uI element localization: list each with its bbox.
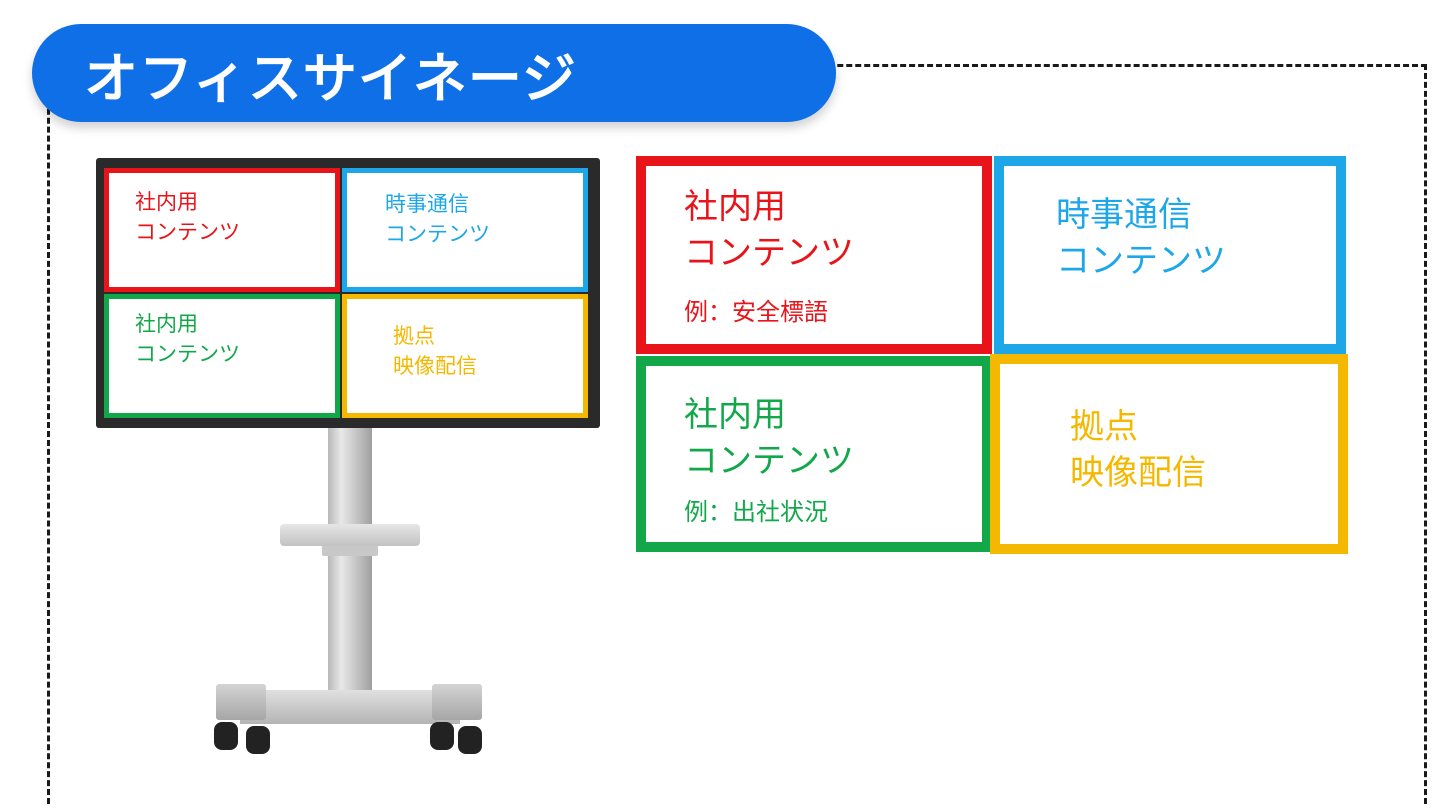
content-box-label: 社内用 コンテンツ — [684, 187, 854, 273]
wheel-icon — [430, 722, 454, 750]
monitor: 社内用 コンテンツ 時事通信 コンテンツ 社内用 コンテンツ 拠点 映像配信 — [96, 158, 600, 428]
content-box-red: 社内用 コンテンツ 例：安全標語 — [636, 156, 992, 354]
screen-panel-red: 社内用 コンテンツ — [104, 168, 340, 292]
screen-panel-label: 社内用 コンテンツ — [135, 190, 240, 244]
stand-shelf — [280, 524, 420, 546]
screen-panel-green: 社内用 コンテンツ — [104, 294, 340, 418]
content-box-blue: 時事通信 コンテンツ — [994, 156, 1346, 354]
stand-foot-right — [432, 684, 482, 720]
screen-panel-label: 社内用 コンテンツ — [135, 312, 240, 366]
content-box-yellow: 拠点 映像配信 — [990, 354, 1348, 554]
content-box-example: 例：安全標語 — [684, 298, 828, 326]
stand-base — [240, 690, 460, 724]
stand-pole — [328, 428, 372, 696]
content-box-green: 社内用 コンテンツ 例：出社状況 — [636, 356, 992, 552]
screen-panel-label: 拠点 映像配信 — [393, 324, 477, 378]
stand-foot-left — [216, 684, 266, 720]
wheel-icon — [246, 726, 270, 754]
screen-panel-label: 時事通信 コンテンツ — [385, 192, 490, 246]
content-box-label: 時事通信 コンテンツ — [1056, 195, 1226, 281]
title-banner: オフィスサイネージ — [32, 24, 836, 122]
wheel-icon — [458, 726, 482, 754]
content-box-label: 拠点 映像配信 — [1070, 407, 1206, 493]
screen-panel-yellow: 拠点 映像配信 — [342, 294, 588, 418]
page-title: オフィスサイネージ — [84, 46, 577, 110]
content-box-example: 例：出社状況 — [684, 498, 828, 526]
screen-panel-blue: 時事通信 コンテンツ — [342, 168, 588, 292]
wheel-icon — [214, 722, 238, 750]
content-box-label: 社内用 コンテンツ — [684, 395, 854, 481]
